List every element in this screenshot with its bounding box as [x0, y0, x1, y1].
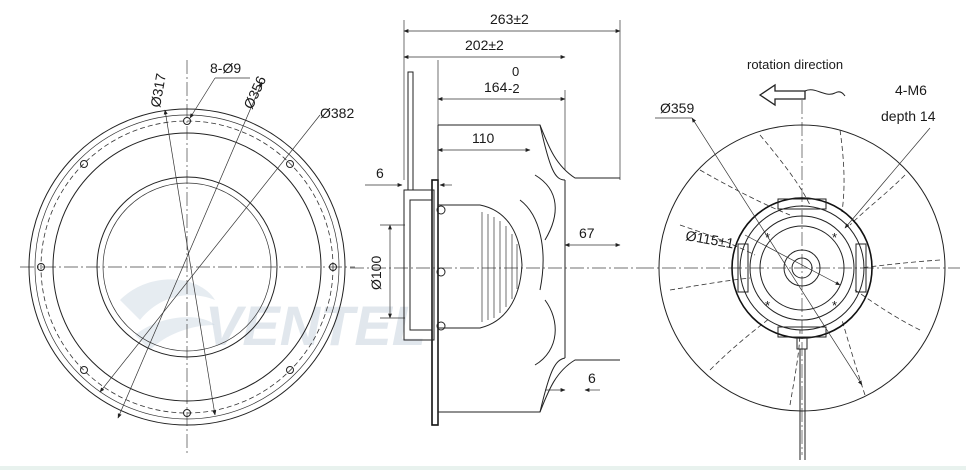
motor-bolts [436, 205, 446, 331]
label-dia-115: Ø115±1 [684, 227, 735, 251]
blade-bottom [539, 357, 566, 413]
leader-8-holes [189, 77, 216, 119]
label-rotation: rotation direction [747, 57, 843, 72]
impeller-top-edge [438, 124, 620, 179]
label-dia-317: Ø317 [147, 72, 169, 109]
label-length-110: 110 [472, 130, 495, 146]
label-flange-thickness: 6 [376, 165, 384, 181]
rear-view: * * * * rotation direction 4-M6 depth 14… [640, 57, 960, 460]
blade-top [539, 124, 566, 181]
bolt-hole [329, 263, 337, 271]
mounting-flange [431, 179, 439, 426]
label-offset-67: 67 [579, 225, 595, 241]
side-view: 263±2 202±2 164 0 -2 110 6 Ø100 67 6 [350, 11, 640, 426]
svg-text:*: * [832, 298, 837, 313]
label-overall-length: 263±2 [490, 11, 529, 27]
motor-fins [481, 212, 518, 322]
motor-rear-inner [409, 199, 433, 331]
label-length-202: 202±2 [465, 37, 504, 53]
dim-line-115 [744, 234, 841, 286]
dim-line-317 [163, 109, 217, 416]
blade-mid-3 [534, 299, 556, 366]
bolt-hole [80, 160, 88, 168]
label-hole-pattern: 8-Ø9 [210, 60, 241, 76]
svg-text:*: * [765, 298, 770, 313]
motor-rear-plate [403, 189, 435, 341]
front-view: 8-Ø9 Ø317 Ø356 Ø382 [20, 60, 355, 455]
bolt-circle [40, 120, 334, 414]
bolt-hole [37, 263, 45, 271]
bottom-band [0, 466, 966, 470]
label-bottom-6: 6 [588, 370, 596, 386]
svg-text:*: * [765, 230, 770, 245]
cable [407, 71, 414, 191]
rotation-arrow-tail [804, 89, 846, 97]
label-thread: 4-M6 [895, 82, 927, 98]
bolt-hole [80, 366, 88, 374]
label-tol-lower: -2 [508, 81, 520, 96]
label-depth: depth 14 [881, 108, 936, 124]
label-dia-100: Ø100 [368, 256, 384, 290]
svg-text:*: * [832, 230, 837, 245]
leader-m6 [844, 127, 931, 229]
impeller-bottom-edge [438, 359, 620, 413]
label-dia-359: Ø359 [660, 100, 694, 116]
dim-line-356 [117, 81, 263, 419]
blade-mid [519, 199, 544, 291]
label-length-164: 164 [484, 79, 508, 95]
label-tol-upper: 0 [512, 64, 519, 79]
blade-mid-2 [534, 174, 556, 241]
bolt-hole [286, 160, 294, 168]
dim-line-382 [99, 114, 321, 393]
label-dia-356: Ø356 [240, 73, 269, 111]
rotation-arrow-icon [758, 83, 806, 107]
motor-housing [437, 204, 523, 329]
label-dia-382: Ø382 [320, 105, 354, 121]
bolt-hole [286, 366, 294, 374]
